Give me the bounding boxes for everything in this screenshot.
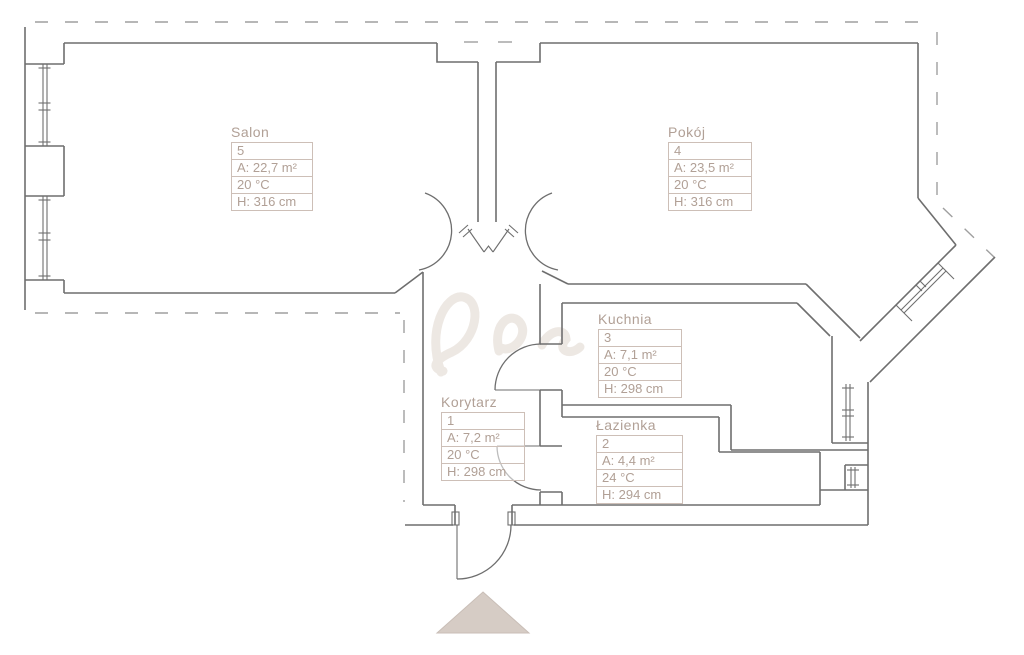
door-entrance	[451, 511, 516, 580]
room-info-table: 2 A: 4,4 m² 24 °C H: 294 cm	[596, 435, 683, 504]
room-temp: 20 °C	[599, 363, 681, 380]
window-salon-2	[38, 196, 51, 280]
room-label-kuchnia: Kuchnia 3 A: 7,1 m² 20 °C H: 298 cm	[598, 311, 682, 398]
north-arrow	[435, 591, 531, 634]
door-kuchnia	[494, 343, 542, 391]
room-label-korytarz: Korytarz 1 A: 7,2 m² 20 °C H: 298 cm	[441, 394, 525, 481]
room-height: H: 316 cm	[669, 193, 751, 210]
door-pokoj	[483, 192, 559, 271]
room-temp: 20 °C	[669, 176, 751, 193]
room-area: A: 7,2 m²	[442, 429, 524, 446]
room-info-table: 4 A: 23,5 m² 20 °C H: 316 cm	[668, 142, 752, 211]
room-label-pokoj: Pokój 4 A: 23,5 m² 20 °C H: 316 cm	[668, 124, 752, 211]
room-height: H: 298 cm	[599, 380, 681, 397]
room-number: 4	[674, 143, 682, 158]
vent-shaft-kuchnia	[842, 384, 854, 441]
room-height: H: 298 cm	[442, 463, 524, 480]
room-area: A: 22,7 m²	[232, 159, 312, 176]
room-number: 5	[237, 143, 245, 158]
room-area: A: 4,4 m²	[597, 452, 682, 469]
window-salon-1	[38, 64, 51, 146]
door-salon	[418, 192, 485, 271]
room-number: 2	[602, 436, 610, 451]
room-temp: 20 °C	[442, 446, 524, 463]
window-pokoj-diagonal	[895, 262, 955, 322]
boundary-dashed	[35, 21, 995, 502]
room-name: Korytarz	[441, 394, 498, 410]
room-name: Łazienka	[596, 417, 657, 433]
room-height: H: 316 cm	[232, 193, 312, 210]
room-area: A: 23,5 m²	[669, 159, 751, 176]
room-info-table: 5 A: 22,7 m² 20 °C H: 316 cm	[231, 142, 313, 211]
room-temp: 20 °C	[232, 176, 312, 193]
room-info-table: 3 A: 7,1 m² 20 °C H: 298 cm	[598, 329, 682, 398]
room-name: Kuchnia	[598, 311, 653, 327]
room-name: Salon	[231, 124, 270, 140]
room-label-lazienka: Łazienka 2 A: 4,4 m² 24 °C H: 294 cm	[596, 417, 683, 504]
room-info-table: 1 A: 7,2 m² 20 °C H: 298 cm	[441, 412, 525, 481]
room-number: 3	[604, 330, 612, 345]
walls	[24, 27, 996, 526]
room-height: H: 294 cm	[597, 486, 682, 503]
watermark	[431, 292, 585, 377]
room-name: Pokój	[668, 124, 706, 140]
vent-shaft-lazienka	[847, 467, 859, 488]
room-area: A: 7,1 m²	[599, 346, 681, 363]
room-number: 1	[447, 413, 455, 428]
room-label-salon: Salon 5 A: 22,7 m² 20 °C H: 316 cm	[231, 124, 313, 211]
room-temp: 24 °C	[597, 469, 682, 486]
